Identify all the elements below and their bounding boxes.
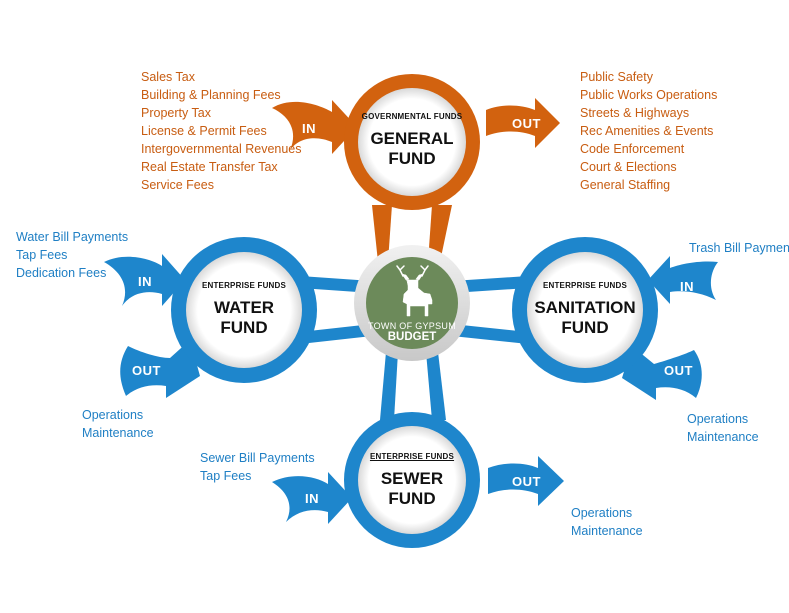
sewer-fund-name-line1: SEWER (380, 469, 444, 488)
general-fund-name-line1: GENERAL (370, 129, 454, 148)
general-in-arrow (272, 100, 357, 154)
connector-water (300, 276, 372, 344)
water-out-label: OUT (132, 363, 161, 378)
water-outputs-item: Operations (82, 408, 144, 422)
general-fund-category: GOVERNMENTAL FUNDS (361, 112, 463, 121)
connector-sanitation (452, 276, 528, 344)
budget-center-label: TOWN OF GYPSUM BUDGET (362, 321, 462, 343)
general-inputs-item: Property Tax (141, 106, 211, 120)
water-in-arrow (104, 254, 185, 306)
general-outputs-item: Streets & Highways (580, 106, 690, 120)
water-inputs-item: Dedication Fees (16, 266, 107, 280)
water-fund-name-line2: FUND (220, 318, 268, 337)
water-fund-title: ENTERPRISE FUNDS WATER FUND (184, 281, 304, 338)
general-in-label: IN (302, 121, 316, 136)
sanitation-outputs-item: Maintenance (687, 430, 759, 444)
sewer-in-label: IN (305, 491, 319, 506)
water-fund-name-line1: WATER (213, 298, 275, 317)
general-inputs-item: Intergovernmental Revenues (141, 142, 302, 156)
sanitation-fund-category: ENTERPRISE FUNDS (542, 281, 628, 290)
general-out-label: OUT (512, 116, 541, 131)
sanitation-fund-name-line1: SANITATION (534, 298, 636, 317)
general-outputs-item: Rec Amenities & Events (580, 124, 714, 138)
sewer-out-label: OUT (512, 474, 541, 489)
sanitation-in-label: IN (680, 279, 694, 294)
sewer-outputs-item: Maintenance (571, 524, 643, 538)
sanitation-outputs-item: Operations (687, 412, 749, 426)
water-in-label: IN (138, 274, 152, 289)
general-inputs-item: Service Fees (141, 178, 214, 192)
general-outputs-item: Court & Elections (580, 160, 677, 174)
water-fund-circle (171, 237, 317, 383)
sanitation-fund-circle (512, 237, 658, 383)
sanitation-out-arrow (622, 346, 702, 400)
water-outputs-item: Maintenance (82, 426, 154, 440)
general-inputs-item: Real Estate Transfer Tax (141, 160, 278, 174)
general-out-arrow (486, 98, 560, 148)
sewer-in-arrow (272, 472, 352, 524)
sewer-inputs-item: Tap Fees (200, 469, 252, 483)
general-fund-name-line2: FUND (388, 149, 436, 168)
sewer-outputs-item: Operations (571, 506, 633, 520)
connector-sewer (380, 352, 446, 420)
sanitation-fund-name-line2: FUND (561, 318, 609, 337)
sewer-fund-title: ENTERPRISE FUNDS SEWER FUND (352, 452, 472, 509)
deer-icon (396, 265, 433, 317)
water-out-arrow (120, 340, 200, 398)
water-inputs-item: Water Bill Payments (16, 230, 129, 244)
sanitation-out-label: OUT (664, 363, 693, 378)
water-fund-category: ENTERPRISE FUNDS (201, 281, 287, 290)
general-fund-title: GOVERNMENTAL FUNDS GENERAL FUND (352, 112, 472, 169)
sewer-inputs-item: Sewer Bill Payments (200, 451, 315, 465)
sewer-out-arrow (488, 456, 564, 506)
general-inputs-item: Building & Planning Fees (141, 88, 281, 102)
budget-label: BUDGET (387, 331, 437, 343)
general-outputs-item: General Staffing (580, 178, 671, 192)
general-fund-circle (344, 74, 480, 210)
sewer-fund-category: ENTERPRISE FUNDS (369, 452, 455, 461)
sanitation-inputs-list: Trash Bill Payments (689, 239, 789, 257)
water-inputs-item: Tap Fees (16, 248, 68, 262)
sewer-fund-name-line2: FUND (388, 489, 436, 508)
sanitation-in-arrow (648, 256, 718, 304)
connector-general (372, 205, 452, 262)
town-name: TOWN OF GYPSUM (367, 321, 457, 331)
general-outputs-item: Public Works Operations (580, 88, 718, 102)
sanitation-inputs-item: Trash Bill Payments (689, 241, 789, 255)
general-inputs-item: License & Permit Fees (141, 124, 267, 138)
sanitation-fund-title: ENTERPRISE FUNDS SANITATION FUND (525, 281, 645, 338)
general-inputs-item: Sales Tax (141, 70, 195, 84)
sewer-fund-circle (344, 412, 480, 548)
general-outputs-item: Public Safety (580, 70, 653, 84)
general-outputs-item: Code Enforcement (580, 142, 685, 156)
